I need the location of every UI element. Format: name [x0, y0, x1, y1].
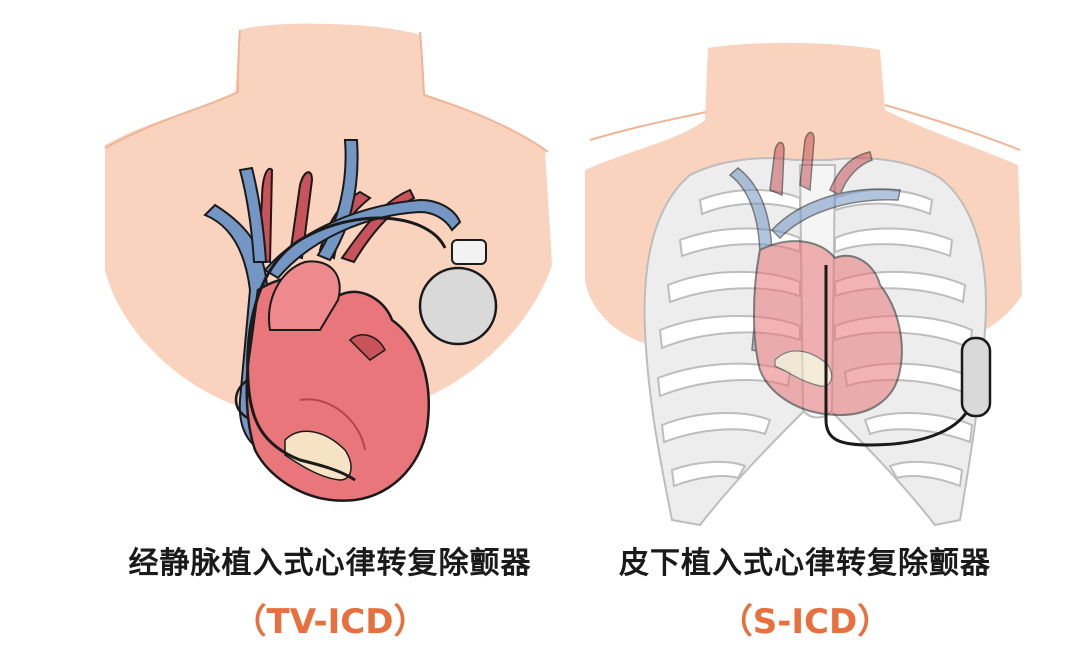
- right-shoulder-line-2: [884, 104, 1021, 151]
- valve: [774, 350, 833, 387]
- tv-icd-title: 经静脉植入式心律转复除颤器: [128, 546, 532, 581]
- artery: [288, 171, 314, 260]
- s-icd-illustration: [585, 42, 1022, 527]
- left-shoulder-line: [104, 91, 239, 149]
- appendage: [348, 334, 386, 361]
- rib: [660, 412, 772, 444]
- aortic-arch: [268, 260, 341, 331]
- ribs: [656, 188, 977, 488]
- tv-icd-caption: 经静脉植入式心律转复除颤器 （TV-ICD）: [80, 538, 580, 643]
- left-neck-line: [237, 29, 241, 93]
- artery: [769, 141, 785, 197]
- heart-chamber-line: [299, 398, 366, 451]
- rib: [670, 460, 747, 488]
- vein: [316, 139, 359, 262]
- left-shoulder-line-2: [423, 94, 549, 153]
- s-icd-caption: 皮下植入式心律转复除颤器 （S-ICD）: [565, 538, 1045, 643]
- rib: [888, 460, 964, 488]
- s-icd-title: 皮下植入式心律转复除颤器: [619, 546, 991, 581]
- tv-icd-subtitle: （TV-ICD）: [232, 602, 428, 642]
- icd-device: [418, 266, 498, 346]
- tv-icd-illustration: [104, 23, 552, 502]
- icd-lead-loop: [234, 378, 249, 420]
- s-icd-device: [960, 336, 992, 418]
- s-icd-subtitle: （S-ICD）: [718, 602, 892, 642]
- vein: [770, 188, 901, 240]
- artery: [829, 151, 873, 197]
- heart-s-icd: [728, 131, 903, 417]
- s-icd-lead: [824, 265, 970, 447]
- icd-lead: [246, 216, 447, 482]
- rib: [834, 227, 954, 258]
- rib: [863, 412, 974, 444]
- icd-connector: [451, 239, 487, 265]
- vein: [238, 166, 268, 263]
- valve: [284, 430, 352, 481]
- right-neck-line: [419, 31, 425, 96]
- artery: [799, 131, 815, 192]
- right-shoulder-line: [589, 111, 707, 141]
